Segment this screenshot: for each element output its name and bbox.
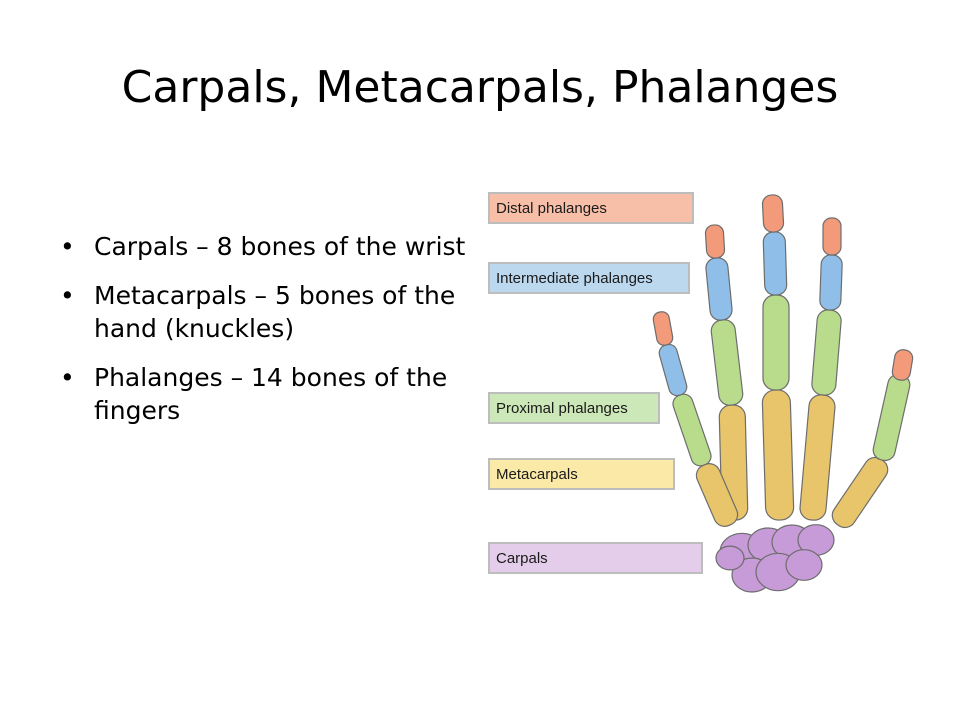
intermediate-phalanx-index [705, 257, 733, 321]
intermediate-phalanx-thumb [658, 343, 688, 397]
bullet-metacarpals: Metacarpals – 5 bones of the hand (knuck… [60, 279, 470, 345]
intermediate-phalanx-middle [762, 231, 788, 296]
intermediate-phalanx-ring [819, 254, 843, 311]
distal-phalanx-index [704, 224, 726, 259]
metacarpal-middle [761, 389, 795, 521]
distal-phalanx-middle [761, 194, 785, 233]
distal-phalanx-ring [822, 217, 842, 256]
distal-phalanx-little [891, 349, 914, 381]
hand-bones-diagram: Distal phalanges Intermediate phalanges … [480, 180, 940, 600]
proximal-phalanx-index [710, 319, 744, 406]
proximal-phalanx-thumb [672, 393, 712, 467]
metacarpal-ring [799, 394, 836, 521]
label-proximal-phalanges: Proximal phalanges [488, 392, 660, 424]
proximal-phalanx-middle [762, 294, 790, 391]
bullet-list: Carpals – 8 bones of the wrist Metacarpa… [60, 230, 470, 443]
proximal-phalanx-ring [811, 309, 842, 396]
label-intermediate-phalanges: Intermediate phalanges [488, 262, 690, 294]
bullet-phalanges: Phalanges – 14 bones of the fingers [60, 361, 470, 427]
carpal-bone-8 [715, 545, 745, 571]
label-carpals: Carpals [488, 542, 703, 574]
metacarpal-little [831, 456, 889, 529]
label-metacarpals: Metacarpals [488, 458, 675, 490]
distal-phalanx-thumb [652, 311, 674, 346]
proximal-phalanx-little [872, 373, 911, 462]
slide-title: Carpals, Metacarpals, Phalanges [121, 62, 839, 113]
label-distal-phalanges: Distal phalanges [488, 192, 694, 224]
hand-skeleton-illustration [652, 194, 914, 593]
bullet-carpals: Carpals – 8 bones of the wrist [60, 230, 470, 263]
carpal-bone-7 [785, 549, 823, 581]
